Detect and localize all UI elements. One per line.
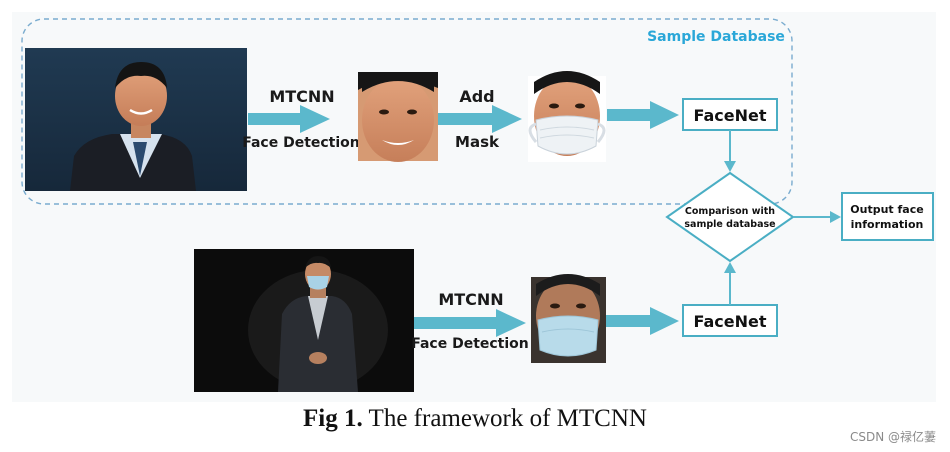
- output-box: [841, 192, 934, 241]
- facenet-label-sample: FaceNet: [693, 106, 766, 125]
- query-step1-label-top: MTCNN: [438, 290, 503, 309]
- sample-step1-label-top: MTCNN: [269, 87, 334, 106]
- sample-photo: [25, 48, 247, 191]
- sample-face-crop: [358, 72, 438, 162]
- caption-label: Fig 1.: [303, 405, 363, 432]
- facenet-box-sample: [682, 98, 778, 131]
- watermark: CSDN @禄亿萋: [849, 430, 936, 444]
- comparison-label-line1: Comparison with: [685, 206, 775, 217]
- arrowhead-down: [724, 161, 736, 172]
- sample-step1-label-bottom: Face Detection: [242, 135, 360, 151]
- caption-text: The framework of MTCNN: [362, 405, 647, 432]
- comparison-label-line2: sample database: [684, 219, 775, 230]
- arrow-to-facenet-sample: [607, 101, 679, 129]
- arrow-sample-detection: [248, 105, 330, 133]
- facenet-box-query: [682, 304, 778, 337]
- output-label-line2: information: [851, 218, 924, 231]
- comparison-diamond: [665, 171, 795, 263]
- sample-database-title: Sample Database: [647, 29, 785, 45]
- sample-step2-label-bottom: Mask: [455, 133, 500, 151]
- query-photo: [194, 249, 414, 392]
- facenet-label-query: FaceNet: [693, 312, 766, 331]
- output-label-line1: Output face: [850, 203, 923, 216]
- arrowhead-up: [724, 262, 736, 273]
- sample-step2-label-top: Add: [459, 87, 494, 106]
- arrow-query-detection: [414, 309, 526, 337]
- arrow-to-facenet-query: [606, 307, 679, 335]
- query-face-crop: [531, 274, 606, 363]
- arrow-add-mask: [438, 105, 522, 133]
- arrowhead-right: [830, 211, 841, 223]
- figure-caption: Fig 1. The framework of MTCNN: [0, 405, 950, 433]
- query-step1-label-bottom: Face Detection: [411, 336, 529, 352]
- sample-database-region: [21, 18, 793, 205]
- sample-masked-face: [528, 71, 606, 162]
